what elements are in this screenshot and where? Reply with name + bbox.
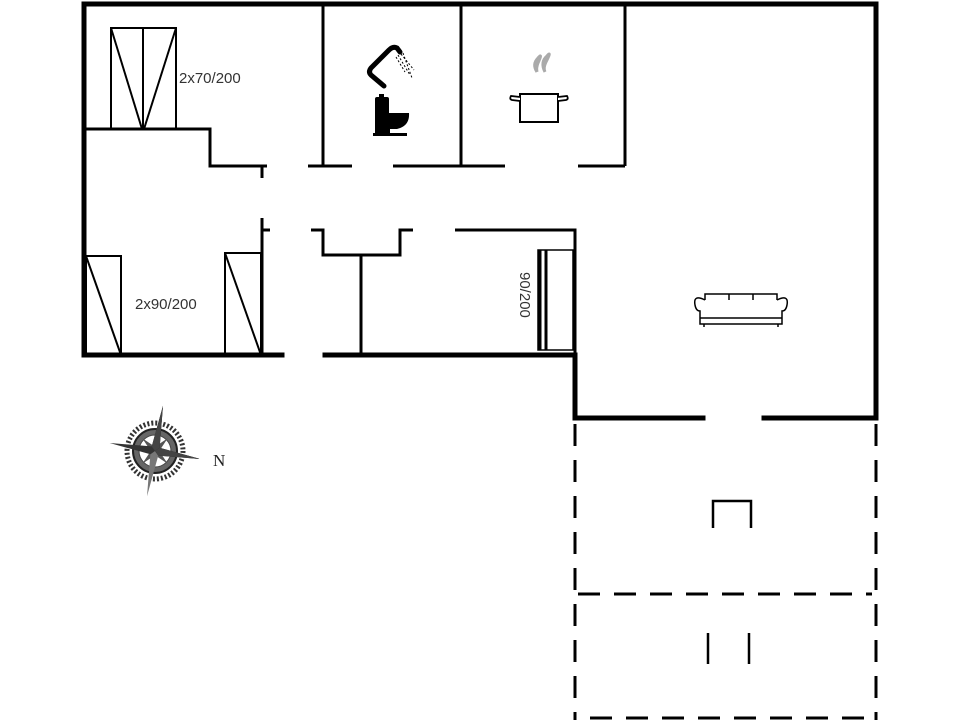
single-bed	[537, 249, 574, 351]
toilet-icon	[373, 94, 410, 136]
terrace-benches	[706, 633, 751, 664]
compass-north-label: N	[213, 451, 226, 470]
terrace-table	[711, 499, 753, 528]
outer-walls	[81, 1, 879, 421]
shower-icon	[367, 44, 415, 89]
compass-rose-icon	[109, 405, 201, 497]
bed-label-single: 90/200	[516, 272, 533, 318]
wardrobe-top	[110, 27, 177, 130]
cooking-pot-icon	[509, 52, 569, 123]
bed-label-top-left: 2x70/200	[179, 70, 241, 87]
wardrobe-bottom-right	[224, 252, 262, 356]
terrace-outline	[573, 424, 878, 720]
wardrobe-bottom-left	[85, 255, 122, 356]
sofa-icon	[693, 293, 789, 327]
bed-label-bottom-left: 2x90/200	[135, 296, 197, 313]
